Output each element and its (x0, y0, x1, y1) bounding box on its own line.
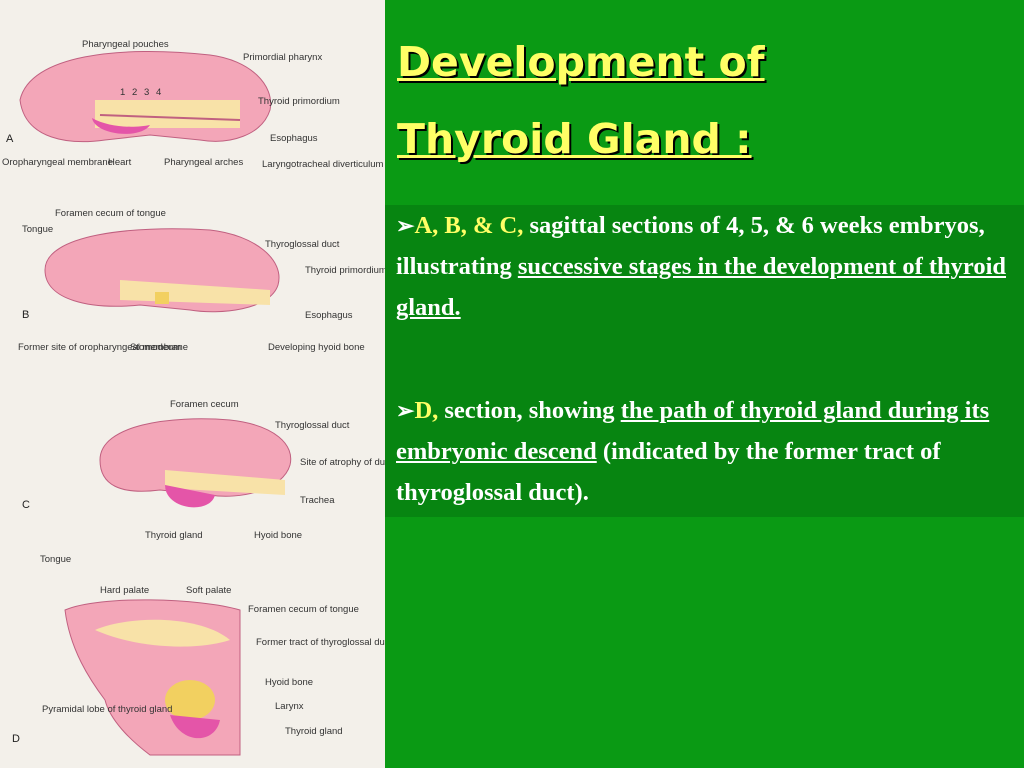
label-b-6: Stomodeum (130, 342, 181, 353)
label-a-7: Oropharyngeal membrane (2, 157, 113, 168)
label-d-5: Larynx (275, 701, 304, 712)
label-d-4: Hyoid bone (265, 677, 313, 688)
label-d-7: Pyramidal lobe of thyroid gland (42, 704, 172, 715)
pouch-number-2: 2 (132, 87, 137, 98)
label-a-5: Pharyngeal arches (164, 157, 243, 168)
pouch-number-4: 4 (156, 87, 161, 98)
panel-label-c: C (22, 499, 30, 511)
panel-c: Foramen cecum Thyroglossal duct Site of … (22, 399, 385, 565)
embryo-diagram: Pharyngeal pouches Primordial pharynx Th… (2, 39, 385, 756)
label-b-0: Foramen cecum of tongue (55, 208, 166, 219)
label-c-2: Site of atrophy of duct (300, 457, 385, 468)
label-b-1: Tongue (22, 224, 53, 235)
bullet-1-underlined: successive stages in the development of … (396, 253, 1007, 321)
label-d-0: Hard palate (100, 585, 149, 596)
label-a-0: Pharyngeal pouches (82, 39, 169, 50)
text-band (385, 205, 1024, 517)
slide-title-line-2: Thyroid Gland : (397, 115, 752, 163)
panel-label-d: D (12, 733, 20, 745)
label-a-4: Laryngotracheal diverticulum (262, 159, 384, 170)
panel-b: Foramen cecum of tongue Tongue Thyroglos… (18, 208, 385, 353)
slide-title-line-1: Development of (397, 38, 765, 86)
panel-label-a: A (6, 133, 14, 145)
bullet-1-text: sagittal sections of 4, 5, & 6 weeks emb… (396, 212, 985, 280)
label-c-1: Thyroglossal duct (275, 420, 350, 431)
label-c-3: Trachea (300, 495, 335, 506)
label-d-1: Soft palate (186, 585, 231, 596)
label-a-2: Thyroid primordium (258, 96, 340, 107)
label-c-5: Thyroid gland (145, 530, 203, 541)
panel-label-b: B (22, 309, 29, 321)
label-b-2: Thyroglossal duct (265, 239, 340, 250)
pouch-number-3: 3 (144, 87, 149, 98)
label-b-5: Developing hyoid bone (268, 342, 365, 353)
bullet-2-tail: (indicated by the former tract of thyrog… (396, 438, 941, 506)
label-a-3: Esophagus (270, 133, 318, 144)
bullet-2-highlight: D, (414, 397, 439, 424)
label-b-7: Former site of oropharyngeal membrane (18, 342, 188, 353)
bullet-2: ➢D, section, showing the path of thyroid… (396, 390, 1006, 513)
label-c-4: Hyoid bone (254, 530, 302, 541)
bullet-arrow-icon: ➢ (396, 398, 415, 423)
panel-a: Pharyngeal pouches Primordial pharynx Th… (2, 39, 384, 170)
label-d-6: Thyroid gland (285, 726, 343, 737)
label-d-2: Foramen cecum of tongue (248, 604, 359, 615)
label-a-6: Heart (108, 157, 132, 168)
pouch-number-1: 1 (120, 87, 125, 98)
panel-d: Hard palate Soft palate Foramen cecum of… (12, 585, 385, 756)
embryo-figure: Pharyngeal pouches Primordial pharynx Th… (0, 0, 385, 768)
label-d-3: Former tract of thyroglossal duct (256, 637, 385, 648)
label-b-4: Esophagus (305, 310, 353, 321)
bullet-2-text: section, showing (438, 397, 621, 424)
label-c-0: Foramen cecum (170, 399, 239, 410)
bullet-2-underlined: the path of thyroid gland during its emb… (396, 397, 990, 465)
label-a-1: Primordial pharynx (243, 52, 322, 63)
label-c-6: Tongue (40, 554, 71, 565)
bullet-1-highlight: A, B, & C, (414, 212, 524, 239)
bullet-1: ➢A, B, & C, sagittal sections of 4, 5, &… (396, 205, 1006, 328)
bullet-arrow-icon: ➢ (396, 213, 415, 238)
label-b-3: Thyroid primordium (305, 265, 385, 276)
